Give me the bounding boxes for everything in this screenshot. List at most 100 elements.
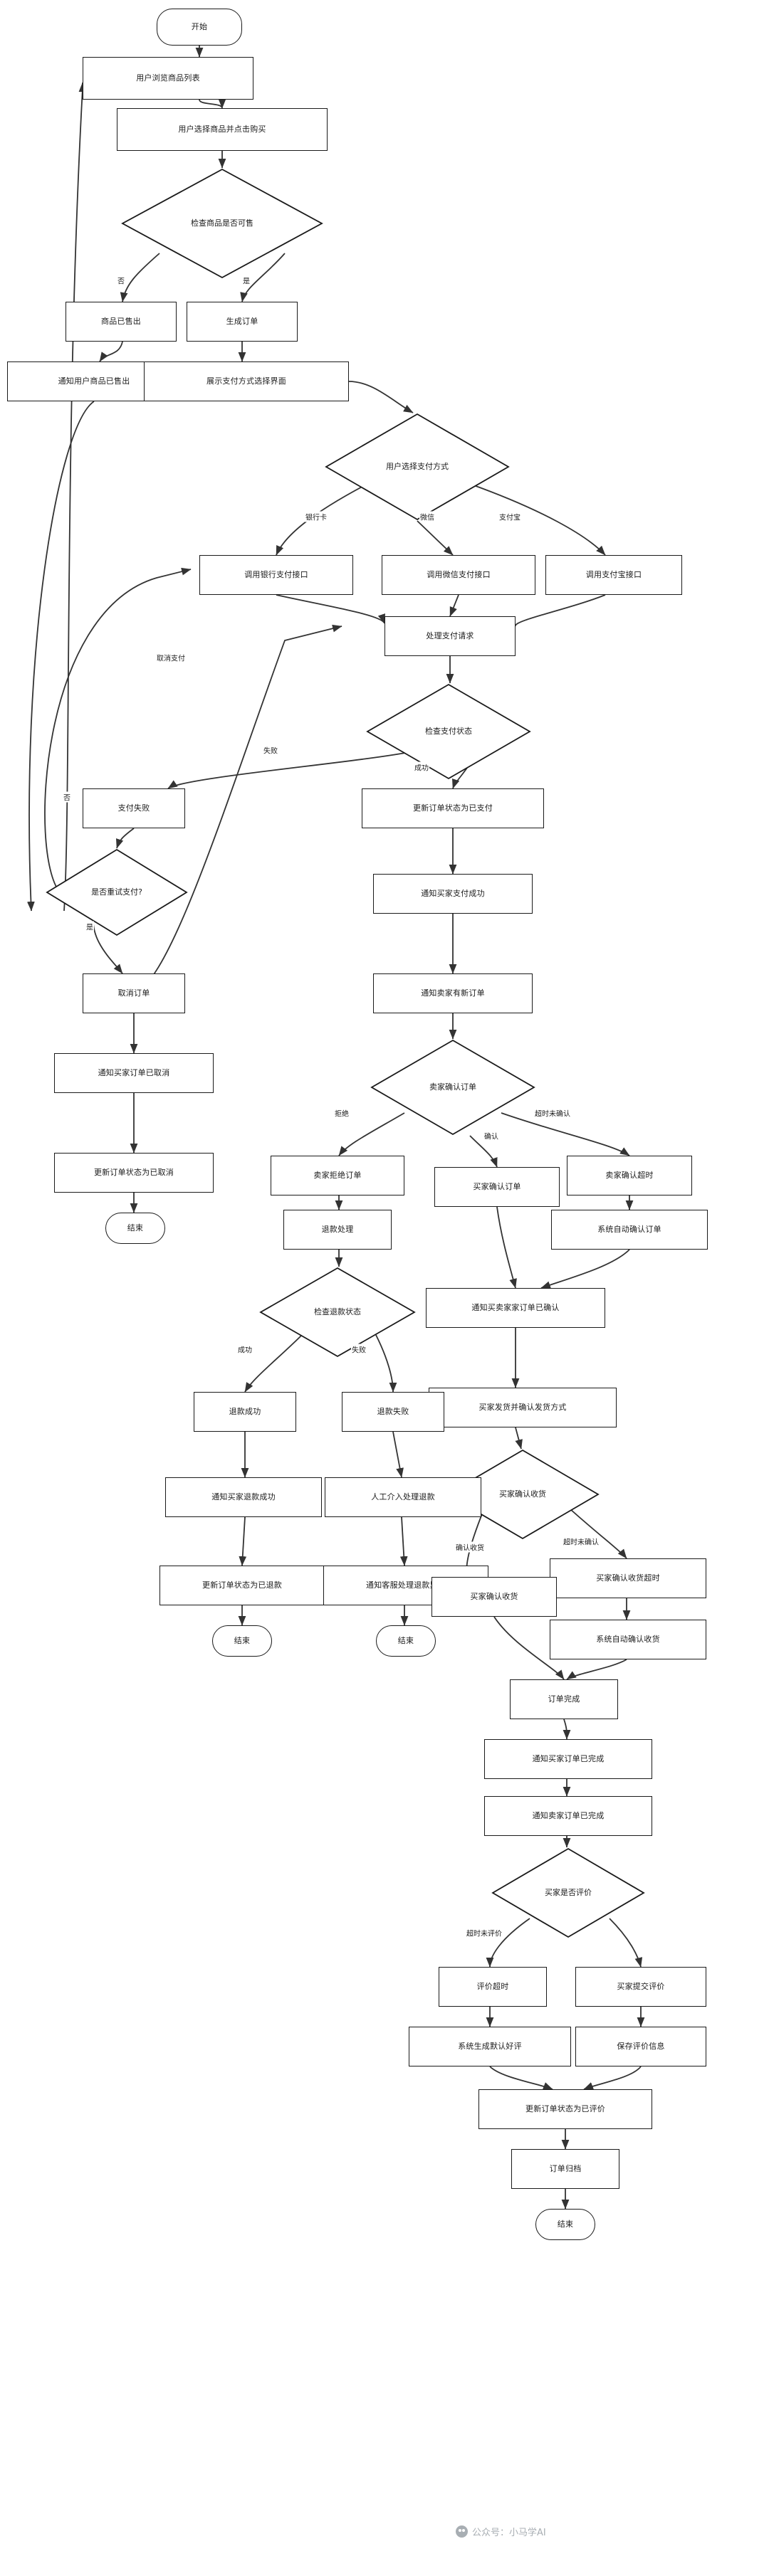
diamond-shape: [46, 848, 188, 936]
edge-label: 成功: [414, 761, 429, 773]
node-label: 更新订单状态为已支付: [413, 803, 493, 813]
node-label: 结束: [557, 2219, 574, 2229]
process-node: 系统生成默认好评: [409, 2027, 571, 2066]
node-label: 通知卖家有新订单: [421, 988, 485, 998]
node-label: 通知买卖家家订单已确认: [471, 1303, 560, 1313]
decision-node: 买家是否评价: [491, 1847, 645, 1938]
process-node: 支付失败: [83, 788, 185, 828]
process-node: 买家发货并确认发货方式: [429, 1388, 617, 1427]
node-label: 买家提交评价: [617, 1982, 665, 1992]
node-label: 生成订单: [226, 317, 258, 327]
diamond-shape: [370, 1039, 535, 1136]
node-label: 系统自动确认收货: [596, 1635, 660, 1645]
edge-label: 超时未确认: [563, 1536, 600, 1547]
node-label: 订单归档: [549, 2164, 582, 2174]
edge-label: 否: [117, 275, 125, 286]
node-label: 展示支付方式选择界面: [206, 376, 286, 386]
process-node: 买家提交评价: [575, 1967, 706, 2007]
diamond-shape: [325, 413, 510, 521]
node-label: 结束: [127, 1223, 144, 1233]
node-label: 用户选择支付方式: [386, 462, 449, 472]
edge-label: 微信: [419, 511, 435, 522]
node-label: 更新订单状态为已取消: [94, 1168, 174, 1178]
watermark: 公众号：小马学AI: [456, 2525, 546, 2538]
node-label: 检查商品是否可售: [191, 218, 253, 228]
process-node: 更新订单状态为已支付: [362, 788, 544, 828]
process-node: 买家确认收货: [431, 1577, 557, 1617]
process-node: 生成订单: [187, 302, 298, 342]
node-label: 通知卖家订单已完成: [532, 1811, 605, 1821]
watermark-text: 公众号：小马学AI: [472, 2528, 546, 2538]
process-node: 卖家拒绝订单: [271, 1156, 404, 1195]
node-label: 用户浏览商品列表: [136, 73, 200, 83]
process-node: 保存评价信息: [575, 2027, 706, 2066]
decision-node: 检查退款状态: [259, 1267, 416, 1358]
node-label: 调用支付宝接口: [585, 570, 642, 580]
edge-label: 超时未评价: [466, 1927, 503, 1938]
node-label: 是否重试支付?: [91, 887, 142, 897]
edge-label: 银行卡: [305, 511, 328, 522]
node-label: 用户选择商品并点击购买: [178, 125, 266, 134]
process-node: 通知卖家有新订单: [373, 973, 533, 1013]
edge-label: 失败: [263, 744, 278, 756]
process-node: 评价超时: [439, 1967, 547, 2007]
wechat-icon: [456, 2525, 468, 2538]
node-label: 结束: [397, 1636, 414, 1646]
decision-node: 用户选择支付方式: [325, 413, 510, 521]
process-node: 展示支付方式选择界面: [144, 361, 349, 401]
process-node: 用户浏览商品列表: [83, 57, 253, 100]
node-label: 通知客服处理退款异常: [366, 1580, 446, 1590]
process-node: 退款失败: [342, 1392, 444, 1432]
node-label: 买家确认收货: [470, 1592, 518, 1602]
node-label: 买家发货并确认发货方式: [478, 1403, 567, 1413]
diamond-shape: [259, 1267, 416, 1358]
decision-node: 是否重试支付?: [46, 848, 188, 936]
process-node: 买家确认收货超时: [550, 1558, 706, 1598]
edge-label: 超时未确认: [534, 1107, 571, 1119]
node-label: 结束: [234, 1636, 251, 1646]
terminal-node: 结束: [105, 1213, 165, 1244]
diamond-shape: [366, 683, 531, 780]
decision-node: 检查支付状态: [366, 683, 531, 780]
terminal-node: 结束: [535, 2209, 595, 2240]
node-label: 退款成功: [229, 1407, 261, 1417]
process-node: 处理支付请求: [384, 616, 516, 656]
node-label: 买家确认收货: [499, 1489, 546, 1499]
edge-label: 成功: [237, 1344, 253, 1355]
node-label: 更新订单状态为已评价: [525, 2104, 605, 2114]
node-label: 调用微信支付接口: [427, 570, 491, 580]
process-node: 更新订单状态为已评价: [478, 2089, 652, 2129]
node-label: 通知用户商品已售出: [58, 376, 130, 386]
edge-label: 否: [63, 791, 71, 803]
node-label: 保存评价信息: [617, 2042, 665, 2052]
node-label: 商品已售出: [101, 317, 141, 327]
node-label: 通知买家订单已完成: [532, 1754, 605, 1764]
process-node: 调用微信支付接口: [382, 555, 535, 595]
process-node: 通知卖家订单已完成: [484, 1796, 652, 1836]
edge-label: 确认: [483, 1130, 499, 1141]
process-node: 订单完成: [510, 1679, 618, 1719]
process-node: 调用支付宝接口: [545, 555, 682, 595]
node-label: 通知买家订单已取消: [98, 1068, 170, 1078]
process-node: 用户选择商品并点击购买: [117, 108, 328, 151]
node-label: 更新订单状态为已退款: [202, 1580, 282, 1590]
node-label: 检查退款状态: [314, 1307, 361, 1317]
diamond-shape: [491, 1847, 645, 1938]
node-label: 通知买家支付成功: [421, 889, 485, 899]
node-label: 买家是否评价: [545, 1888, 592, 1898]
node-label: 通知买家退款成功: [211, 1492, 276, 1502]
process-node: 更新订单状态为已取消: [54, 1153, 214, 1193]
edge-label: 确认收货: [455, 1541, 485, 1553]
node-label: 人工介入处理退款: [371, 1492, 435, 1502]
edge-label: 是: [242, 275, 251, 286]
node-label: 买家确认收货超时: [596, 1573, 660, 1583]
terminal-node: 开始: [157, 9, 242, 46]
node-label: 支付失败: [117, 803, 150, 813]
process-node: 订单归档: [511, 2149, 619, 2189]
process-node: 卖家确认超时: [567, 1156, 692, 1195]
diamond-shape: [121, 168, 323, 279]
process-node: 系统自动确认收货: [550, 1620, 706, 1659]
edge-label: 取消支付: [156, 652, 186, 663]
node-label: 退款失败: [377, 1407, 409, 1417]
